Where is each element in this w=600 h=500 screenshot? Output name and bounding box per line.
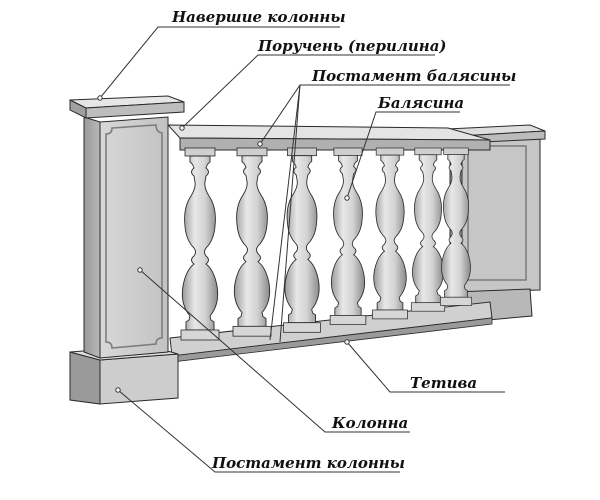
leader-column-base: [117, 389, 400, 473]
label-baluster: Балясина: [378, 94, 465, 112]
label-stringer: Тетива: [410, 374, 478, 392]
leader-baluster-base-2: [269, 84, 301, 341]
leader-column: [139, 269, 410, 433]
label-handrail: Поручень (перилина): [258, 37, 447, 55]
left-column: [69, 95, 185, 405]
leader-handrail: [181, 54, 435, 129]
leader-stringer: [346, 341, 505, 393]
leader-baluster-base-3: [279, 84, 301, 343]
leader-lines: [99, 26, 510, 473]
leader-baluster: [346, 111, 460, 199]
leader-column-cap: [99, 26, 340, 99]
label-column-base: Постамент колонны: [212, 454, 406, 472]
label-baluster-base: Постамент балясины: [312, 67, 517, 85]
handrail-beam: [166, 124, 491, 151]
leader-dots: [97, 95, 350, 393]
balusters: [180, 147, 472, 341]
label-column: Колонна: [332, 414, 409, 432]
label-column-cap: Навершие колонны: [172, 8, 346, 26]
